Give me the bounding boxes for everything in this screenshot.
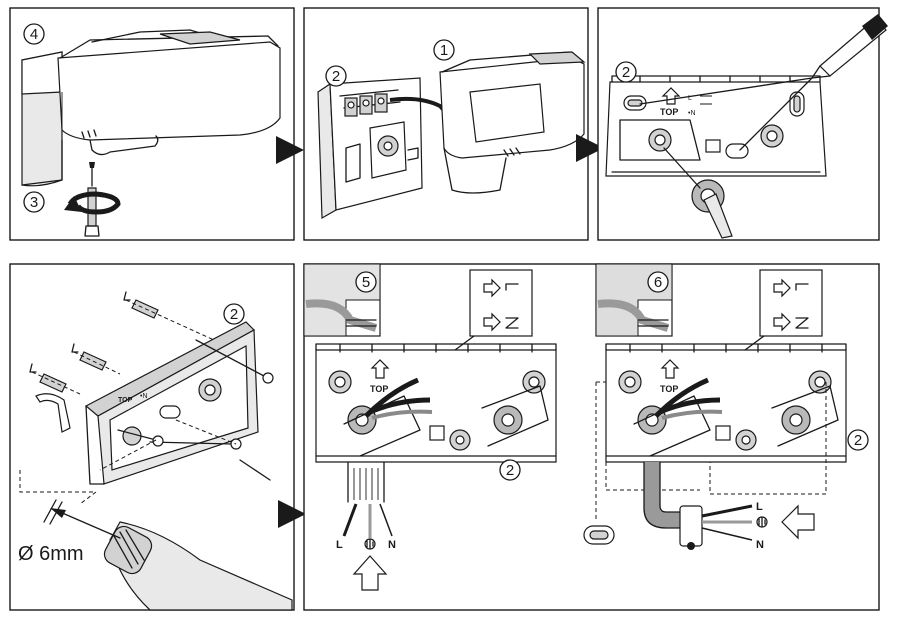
svg-text:TOP: TOP — [660, 107, 678, 117]
callout-2: 2 — [847, 429, 869, 451]
svg-text:•N: •N — [140, 393, 148, 400]
callout-6: 6 — [647, 271, 669, 293]
wiring-option-6: 6 — [583, 263, 869, 551]
callout-5: 5 — [355, 271, 377, 293]
svg-text:N: N — [388, 539, 396, 551]
svg-text:L: L — [756, 501, 763, 513]
drill-diameter-label: Ø 6mm — [18, 543, 84, 565]
svg-text:3: 3 — [30, 194, 38, 211]
svg-text:N: N — [756, 539, 764, 551]
callout-2: 2 — [223, 303, 245, 325]
svg-text:TOP: TOP — [118, 397, 133, 404]
callout-4: 4 — [23, 23, 45, 45]
rotation-arrow-icon — [67, 191, 121, 215]
step-arrow-icon — [276, 136, 304, 164]
svg-text:2: 2 — [332, 68, 340, 85]
callout-3: 3 — [23, 191, 45, 213]
svg-text:2: 2 — [854, 432, 862, 449]
svg-text:2: 2 — [622, 64, 630, 81]
svg-text:•N: •N — [688, 110, 696, 117]
panel-5-6: 5 — [303, 263, 880, 611]
wiring-option-5: 5 — [303, 263, 557, 591]
svg-text:1: 1 — [440, 42, 448, 59]
callout-2: 2 — [325, 65, 347, 87]
svg-text:L: L — [336, 539, 343, 551]
panel-2: 2 1 — [303, 7, 589, 241]
step-arrow-icon — [278, 500, 306, 528]
svg-text:L: L — [688, 95, 692, 102]
panel-1: 4 3 — [9, 7, 295, 241]
step-arrow-icon — [576, 134, 604, 162]
svg-text:6: 6 — [654, 274, 662, 291]
svg-text:2: 2 — [506, 462, 514, 479]
panel-3: TOP •N L 2 — [597, 7, 888, 241]
svg-text:4: 4 — [30, 26, 38, 43]
svg-text:2: 2 — [230, 306, 238, 323]
callout-2: 2 — [499, 459, 521, 481]
svg-text:5: 5 — [362, 274, 370, 291]
panel-4: TOP •N Ø 6mm 2 — [9, 263, 295, 611]
svg-text:TOP: TOP — [370, 384, 388, 394]
callout-1: 1 — [433, 39, 455, 61]
callout-2: 2 — [615, 61, 637, 83]
svg-text:TOP: TOP — [660, 384, 678, 394]
